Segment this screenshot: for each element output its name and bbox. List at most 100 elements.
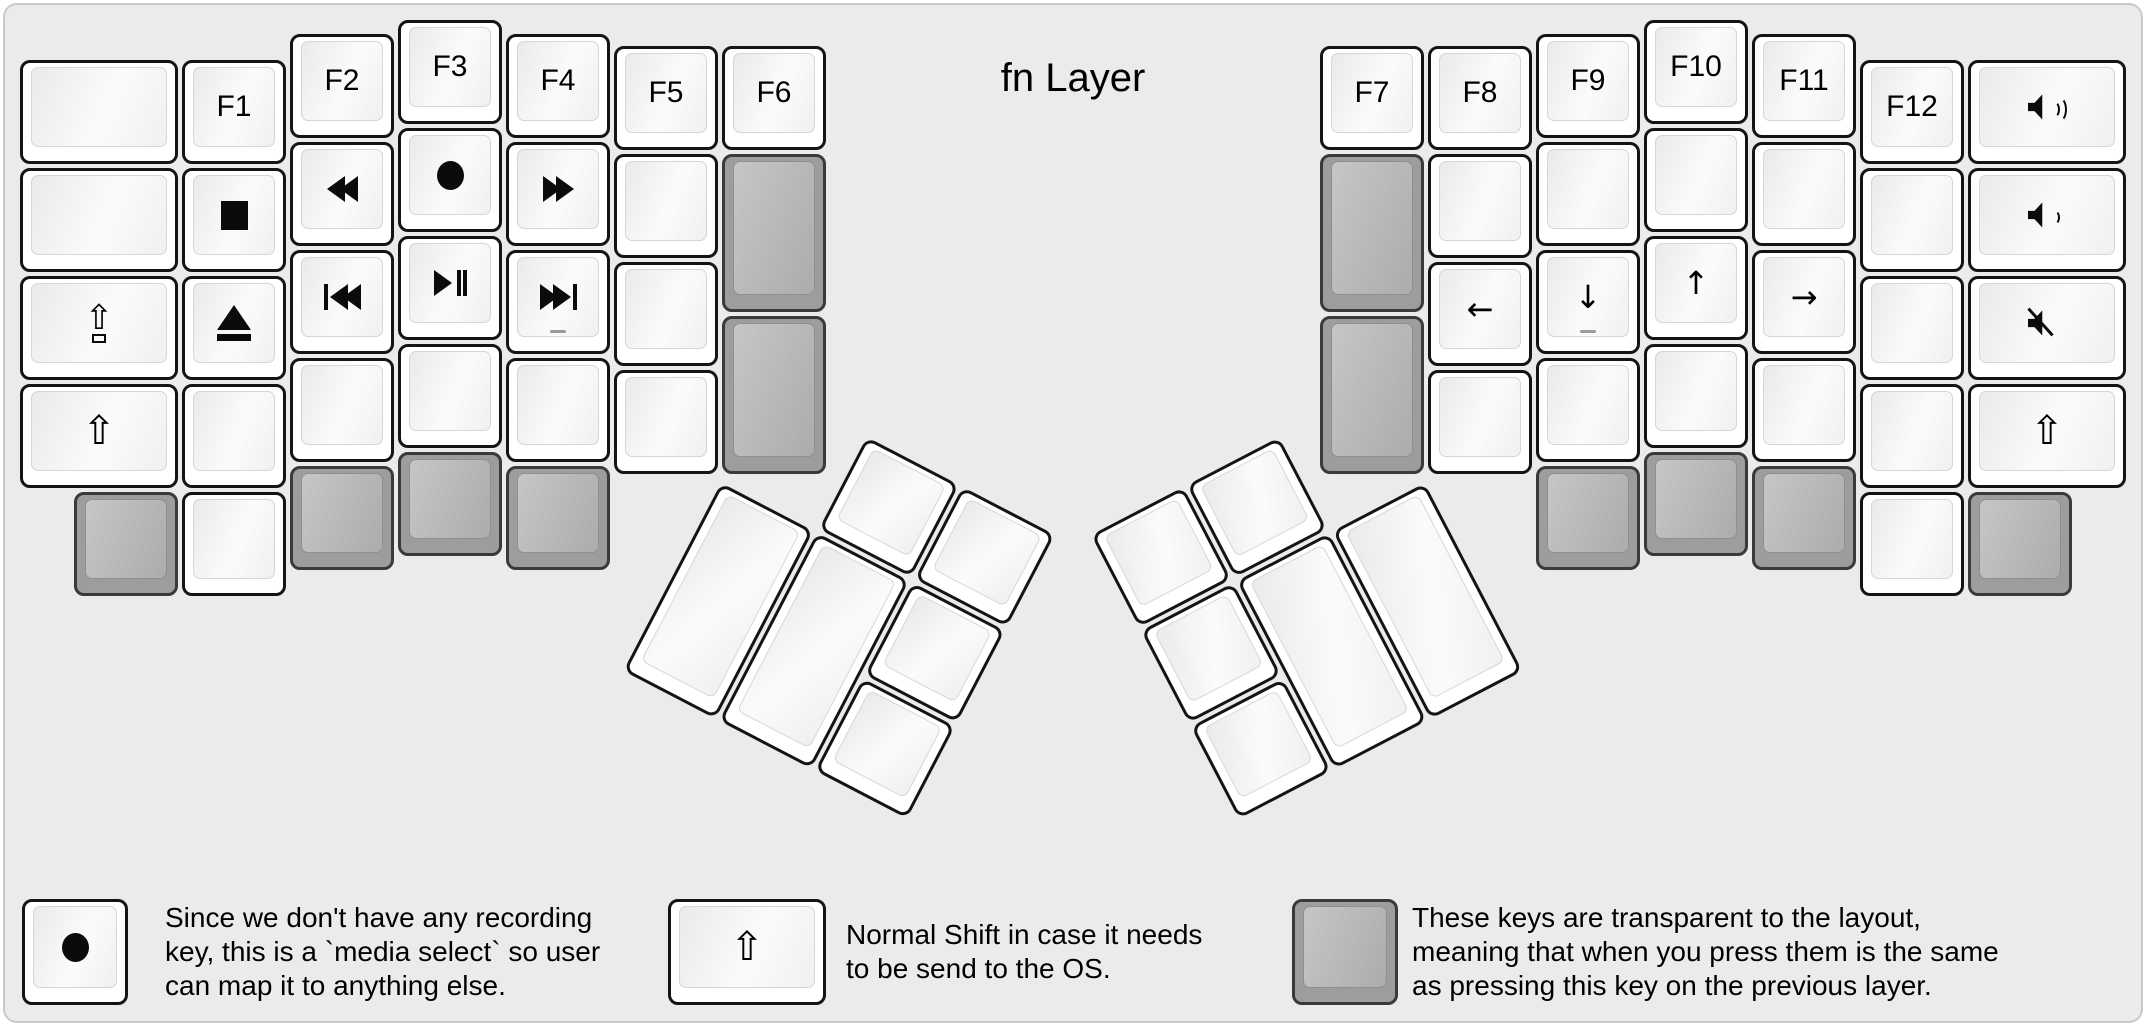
key-volume-up[interactable] [1968, 60, 2126, 164]
key-label: F7 [1354, 76, 1390, 109]
key-f1[interactable]: F1 [182, 60, 286, 164]
keycap-surface [733, 323, 815, 457]
key-transparent[interactable] [722, 316, 826, 474]
key-transparent[interactable] [506, 466, 610, 570]
key-mute[interactable] [1968, 276, 2126, 380]
key-f10[interactable]: F10 [1644, 20, 1748, 124]
key-blank[interactable] [1536, 142, 1640, 246]
key-transparent[interactable] [1968, 492, 2072, 596]
key-rewind[interactable] [290, 142, 394, 246]
keycap-surface: → [1763, 257, 1845, 337]
key-blank[interactable] [1860, 168, 1964, 272]
key-blank[interactable] [182, 384, 286, 488]
key-next-track[interactable] [506, 250, 610, 354]
keycap-surface: F11 [1763, 41, 1845, 121]
arrow-down-icon: ↓ [1574, 278, 1602, 316]
key-f4[interactable]: F4 [506, 34, 610, 138]
caps-lock-icon: ⇧ [85, 301, 113, 343]
key-label: F6 [756, 76, 792, 109]
key-f2[interactable]: F2 [290, 34, 394, 138]
key-transparent[interactable] [1752, 466, 1856, 570]
key-f6[interactable]: F6 [722, 46, 826, 150]
key-f9[interactable]: F9 [1536, 34, 1640, 138]
keycap-surface [1655, 351, 1737, 431]
key-f12[interactable]: F12 [1860, 60, 1964, 164]
key-blank[interactable] [1860, 492, 1964, 596]
key-blank[interactable] [614, 262, 718, 366]
key-transparent[interactable] [1320, 154, 1424, 312]
keycap-surface [517, 257, 599, 337]
keycap-surface [1871, 283, 1953, 363]
key-blank[interactable] [1644, 344, 1748, 448]
keycap-surface: F4 [517, 41, 599, 121]
key-blank[interactable] [20, 60, 178, 164]
key-arrow-right[interactable]: → [1752, 250, 1856, 354]
key-stop[interactable] [182, 168, 286, 272]
key-transparent[interactable] [1536, 466, 1640, 570]
key-play-pause[interactable] [398, 236, 502, 340]
key-transparent[interactable] [722, 154, 826, 312]
key-f5[interactable]: F5 [614, 46, 718, 150]
key-blank[interactable] [1860, 384, 1964, 488]
keycap-surface [193, 283, 275, 363]
key-blank[interactable] [1752, 142, 1856, 246]
key-f7[interactable]: F7 [1320, 46, 1424, 150]
key-blank[interactable] [20, 168, 178, 272]
key-blank[interactable] [1752, 358, 1856, 462]
volume-down-icon [2026, 200, 2068, 230]
keycap-surface [301, 257, 383, 337]
key-blank[interactable] [506, 358, 610, 462]
key-fast-forward[interactable] [506, 142, 610, 246]
key-caps-lock[interactable]: ⇧ [20, 276, 178, 380]
key-transparent[interactable] [1644, 452, 1748, 556]
key-prev-track[interactable] [290, 250, 394, 354]
key-label: F12 [1886, 90, 1938, 123]
keycap-surface [301, 365, 383, 445]
key-blank[interactable] [290, 358, 394, 462]
key-label: F1 [216, 90, 252, 123]
key-blank[interactable] [1428, 370, 1532, 474]
key-transparent[interactable] [290, 466, 394, 570]
key-blank[interactable] [614, 154, 718, 258]
key-label: F8 [1462, 76, 1498, 109]
key-transparent[interactable] [74, 492, 178, 596]
key-volume-down[interactable] [1968, 168, 2126, 272]
keycap-surface: F12 [1871, 67, 1953, 147]
keycap-surface: F3 [409, 27, 491, 107]
key-arrow-left[interactable]: ← [1428, 262, 1532, 366]
key-shift-right[interactable]: ⇧ [1968, 384, 2126, 488]
keycap-surface [193, 391, 275, 471]
keycap-surface [31, 67, 167, 147]
key-shift-left[interactable]: ⇧ [20, 384, 178, 488]
play-pause-icon [433, 270, 467, 296]
key-blank[interactable] [182, 492, 286, 596]
key-blank[interactable] [1860, 276, 1964, 380]
key-blank[interactable] [614, 370, 718, 474]
shift-icon: ⇧ [730, 924, 764, 970]
fast-forward-icon [542, 176, 574, 202]
keycap-surface [1303, 906, 1387, 988]
keycap-surface [409, 135, 491, 215]
key-arrow-down[interactable]: ↓ [1536, 250, 1640, 354]
keycap-surface: F10 [1655, 27, 1737, 107]
keycap-surface [625, 161, 707, 241]
key-blank[interactable] [1428, 154, 1532, 258]
key-f3[interactable]: F3 [398, 20, 502, 124]
keycap-surface [193, 499, 275, 579]
key-f11[interactable]: F11 [1752, 34, 1856, 138]
key-f8[interactable]: F8 [1428, 46, 1532, 150]
key-record[interactable] [398, 128, 502, 232]
key-label: F4 [540, 64, 576, 97]
keycap-surface [1655, 135, 1737, 215]
key-blank[interactable] [398, 344, 502, 448]
key-transparent[interactable] [1320, 316, 1424, 474]
keycap-surface [1763, 473, 1845, 553]
key-eject[interactable] [182, 276, 286, 380]
key-blank[interactable] [1536, 358, 1640, 462]
key-blank[interactable] [1644, 128, 1748, 232]
key-transparent[interactable] [398, 452, 502, 556]
keycap-surface: F7 [1331, 53, 1413, 133]
keycap-surface [625, 377, 707, 457]
keycap-surface [517, 473, 599, 553]
key-arrow-up[interactable]: ↑ [1644, 236, 1748, 340]
